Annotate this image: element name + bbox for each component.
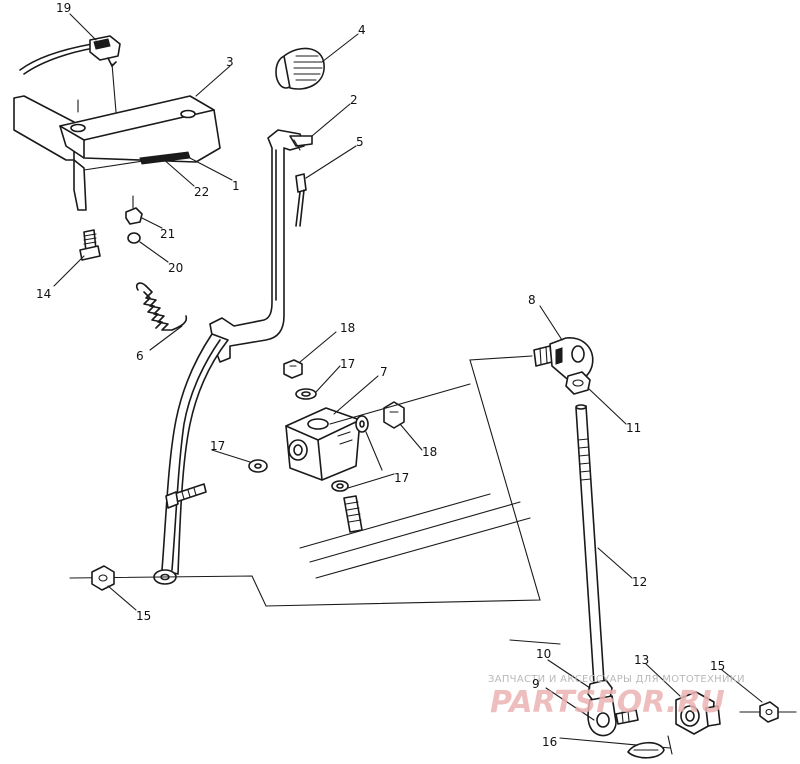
part-15-nut-left [91, 565, 115, 591]
callout-17-upper: 17 [340, 357, 355, 371]
callout-labels: 19 3 4 2 5 22 1 21 20 14 6 18 17 7 18 17… [36, 1, 725, 749]
callout-3: 3 [226, 55, 234, 69]
callout-6: 6 [136, 349, 144, 363]
callout-14: 14 [36, 287, 51, 301]
part-14-bolt [79, 229, 101, 261]
part-3-bracket [13, 63, 221, 211]
part-16-clip [627, 741, 665, 759]
callout-16: 16 [542, 735, 557, 749]
part-8-ball-joint [533, 337, 594, 382]
part-6-spring [135, 282, 188, 331]
callout-5: 5 [356, 135, 364, 149]
part-7-pivot-block [285, 407, 361, 481]
part-5-pin [295, 173, 307, 227]
callout-8: 8 [528, 293, 536, 307]
part-13-bellcrank [675, 691, 721, 735]
watermark-logo: PARTSFOR.RU [490, 685, 725, 720]
callout-9: 9 [532, 677, 540, 691]
callout-17-lower: 17 [394, 471, 409, 485]
watermark: ЗАПЧАСТИ И АКСЕССУАРЫ ДЛЯ МОТОТЕХНИКИ PA… [488, 674, 745, 720]
callout-13: 13 [634, 653, 649, 667]
part-4-knob [275, 47, 325, 90]
callout-10: 10 [536, 647, 551, 661]
callout-2: 2 [350, 93, 358, 107]
callout-7: 7 [380, 365, 388, 379]
part-21-nut [125, 195, 143, 225]
floor-panel [299, 383, 531, 579]
part-9-rod-end [587, 695, 639, 737]
watermark-tagline: ЗАПЧАСТИ И АКСЕССУАРЫ ДЛЯ МОТОТЕХНИКИ [488, 674, 745, 685]
callout-22: 22 [194, 185, 209, 199]
part-18-nut-upper [283, 359, 303, 379]
part-17-washer-lower [331, 480, 349, 492]
callout-15-left: 15 [136, 609, 151, 623]
callout-17-left: 17 [210, 439, 225, 453]
callout-20: 20 [168, 261, 183, 275]
callout-18-upper: 18 [340, 321, 355, 335]
part-2-lever [153, 129, 313, 585]
callout-1: 1 [232, 179, 240, 193]
leader-lines [53, 13, 763, 721]
part-bolt-left [165, 483, 207, 509]
callout-4: 4 [358, 23, 366, 37]
part-11-nut [565, 371, 591, 395]
callout-15-right: 15 [710, 659, 725, 673]
part-15-nut-right [759, 701, 779, 723]
part-18-nut-right [383, 401, 405, 429]
part-17-washer-right [355, 415, 369, 433]
part-12-rod [575, 404, 605, 685]
callout-12: 12 [632, 575, 647, 589]
part-17-washer-upper [295, 388, 317, 400]
callout-21: 21 [160, 227, 175, 241]
part-20-washer [127, 232, 141, 244]
callout-19: 19 [56, 1, 71, 15]
part-stud-lower [343, 495, 363, 533]
callout-11: 11 [626, 421, 641, 435]
part-17-washer-left [248, 459, 268, 473]
callout-18-right: 18 [422, 445, 437, 459]
part-19-sensor [19, 35, 121, 75]
